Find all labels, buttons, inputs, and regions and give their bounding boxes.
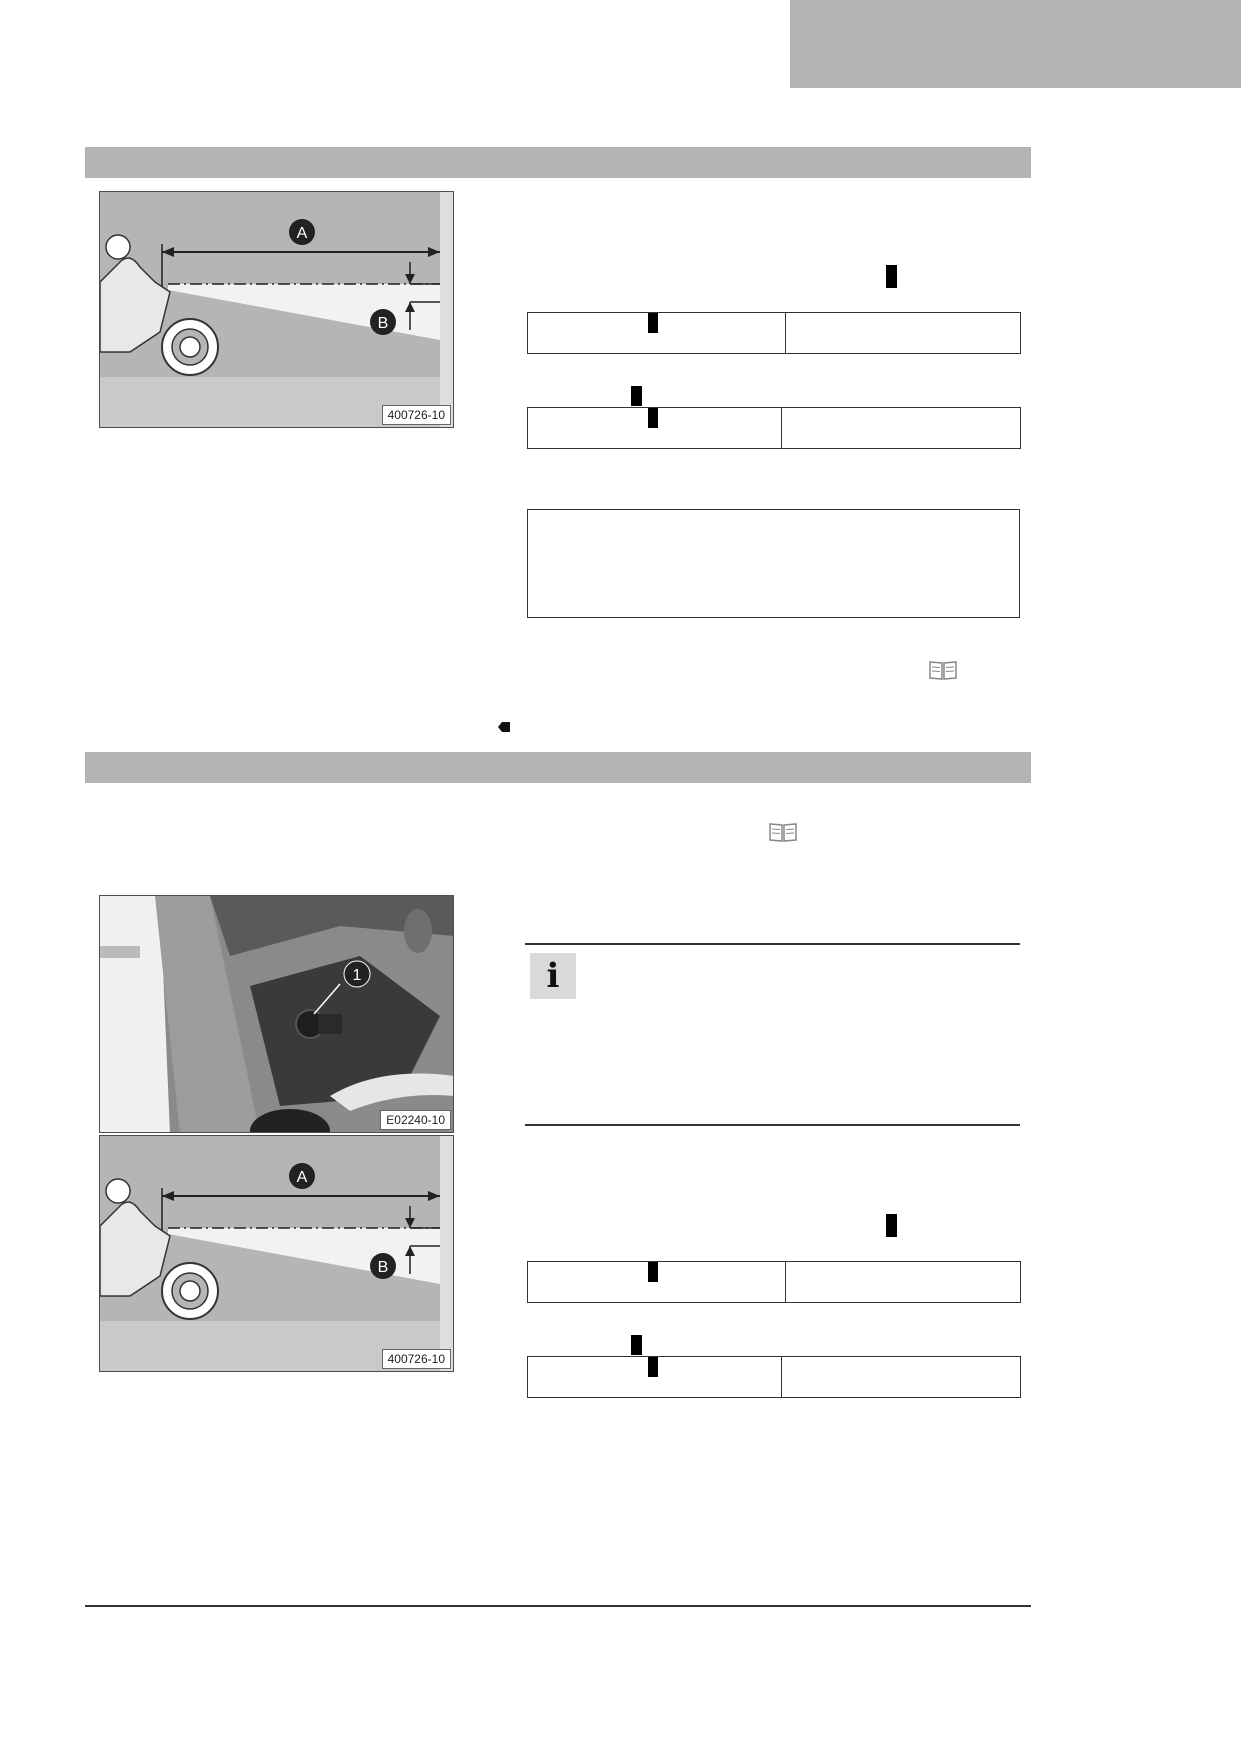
table-row — [527, 1261, 1021, 1303]
headlight-beam-figure-1: A B 400726-10 — [99, 191, 454, 428]
table-row — [527, 1356, 1021, 1398]
label-a: A — [297, 225, 308, 242]
table-cell — [781, 1356, 1021, 1398]
section-header-bar-2 — [85, 752, 1031, 783]
headlight-beam-diagram: A B — [100, 1136, 453, 1371]
footer-rule — [85, 1605, 1031, 1607]
spec-table-2 — [527, 407, 1021, 449]
figure-code: 400726-10 — [381, 1349, 451, 1369]
table-cell — [527, 1356, 782, 1398]
table-cell — [785, 1261, 1021, 1303]
table-cell — [527, 312, 786, 354]
spec-table-4 — [527, 1356, 1021, 1398]
headlight-beam-diagram: A B — [100, 192, 453, 427]
label-a: A — [297, 1169, 308, 1186]
section-end-marker-icon — [498, 722, 510, 732]
figure-code: 400726-10 — [381, 405, 451, 425]
table-cell — [781, 407, 1021, 449]
info-icon: i — [530, 953, 576, 999]
redaction-mark — [631, 386, 642, 406]
photo-illustration: 1 — [100, 896, 453, 1132]
spec-table-3 — [527, 1261, 1021, 1303]
section-header-bar-1 — [85, 147, 1031, 178]
table-cell — [527, 407, 782, 449]
table-row — [527, 407, 1021, 449]
note-box — [527, 509, 1020, 618]
figure-code: E02240-10 — [380, 1110, 451, 1130]
headlight-beam-figure-2: A B 400726-10 — [99, 1135, 454, 1372]
info-rule-top — [525, 943, 1020, 945]
redaction-mark — [886, 265, 897, 288]
table-cell — [785, 312, 1021, 354]
table-row — [527, 312, 1021, 354]
chapter-tab — [790, 0, 1241, 88]
manual-reference-icon[interactable] — [929, 660, 957, 680]
redaction-mark — [631, 1335, 642, 1355]
manual-reference-icon[interactable] — [769, 822, 797, 842]
label-1: 1 — [353, 967, 362, 984]
label-b: B — [378, 1259, 389, 1276]
redaction-mark — [886, 1214, 897, 1237]
headlight-adjuster-photo: 1 E02240-10 — [99, 895, 454, 1133]
spec-table-1 — [527, 312, 1021, 354]
info-rule-bottom — [525, 1124, 1020, 1126]
label-b: B — [378, 315, 389, 332]
table-cell — [527, 1261, 786, 1303]
